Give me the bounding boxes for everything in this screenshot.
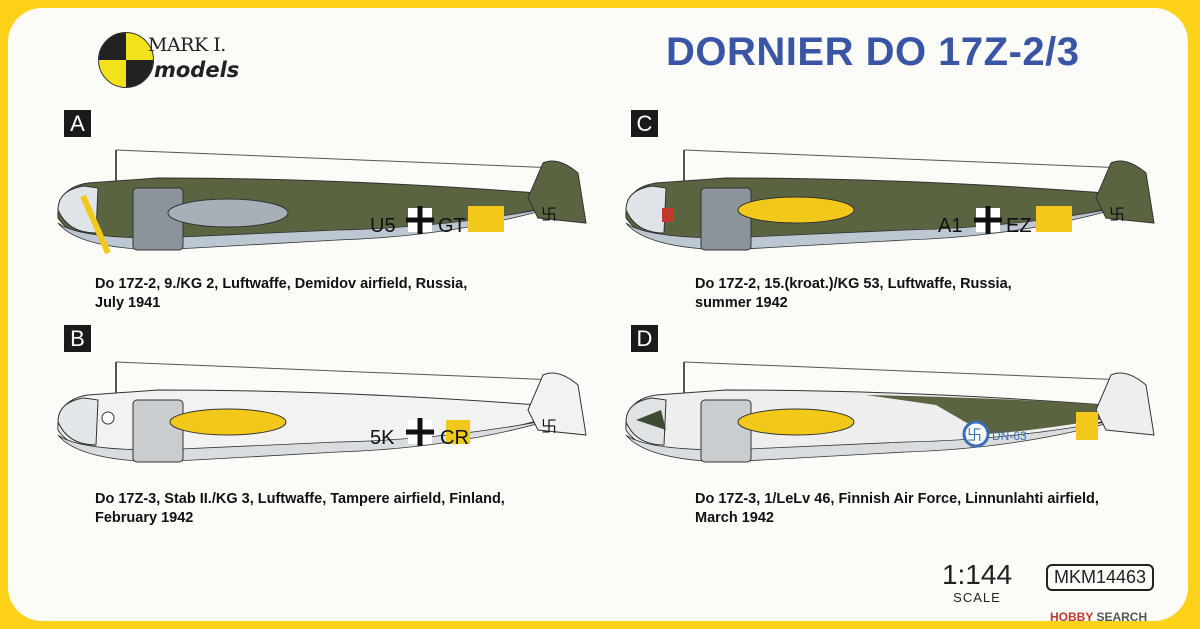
logo-line-1: MARK I. [148,34,226,56]
profile-a-caption: Do 17Z-2, 9./KG 2, Luftwaffe, Demidov ai… [95,275,595,313]
profile-c-caption-line-1: Do 17Z-2, 15.(kroat.)/KG 53, Luftwaffe, … [695,276,1012,292]
mark-i-models-logo: MARK I. models [94,30,239,92]
profile-a-caption-line-2: July 1941 [95,295,161,311]
profile-a-code-right: GT [438,215,466,237]
profile-d-code: DN-63 [992,429,1027,443]
profile-c-croatian-shield-icon [662,208,674,222]
logo-roundel-icon [98,32,154,88]
product-code: MKM14463 [1046,564,1155,591]
product-title: DORNIER DO 17Z-2/3 [666,30,1080,74]
profile-c-swastika-icon: 卐 [1109,205,1125,224]
profile-b-swastika-icon: 卐 [541,417,557,436]
profile-a-swastika-icon: 卐 [541,205,557,224]
profile-a-caption-line-1: Do 17Z-2, 9./KG 2, Luftwaffe, Demidov ai… [95,276,468,292]
profile-d-letter: D [631,325,658,352]
profile-c-caption: Do 17Z-2, 15.(kroat.)/KG 53, Luftwaffe, … [695,275,1188,313]
profile-b-aircraft: 5K CR 卐 [57,361,587,463]
profile-a-code-left: U5 [370,215,396,237]
profile-b-code-right: CR [440,427,469,449]
profile-d-caption: Do 17Z-3, 1/LeLv 46, Finnish Air Force, … [695,490,1188,528]
profile-a-aircraft: U5 GT 卐 [57,149,587,255]
logo-line-2: models [154,58,240,82]
profile-c-code-right: EZ [1006,215,1032,237]
profile-c-code-left: A1 [938,215,962,237]
profile-c-letter: C [631,110,658,137]
profile-b-caption-line-2: February 1942 [95,510,194,526]
scale-label: SCALE [953,590,1001,605]
profile-b-letter: B [64,325,91,352]
profile-d-caption-line-2: March 1942 [695,510,774,526]
scale-ratio: 1:144 [941,559,1013,590]
profile-b-caption: Do 17Z-3, Stab II./KG 3, Luftwaffe, Tamp… [95,490,595,528]
profile-d-aircraft: 卐 DN-63 [625,361,1155,463]
profile-c-caption-line-2: summer 1942 [695,295,788,311]
profile-a-letter: A [64,110,91,137]
profile-d-finnish-roundel-icon: 卐 [967,426,982,444]
profile-b-code-left: 5K [370,427,395,449]
profile-d-caption-line-1: Do 17Z-3, 1/LeLv 46, Finnish Air Force, … [695,491,1099,507]
box-art-card: MARK I. models DORNIER DO 17Z-2/3 A U5 G… [8,8,1188,621]
profile-b-caption-line-1: Do 17Z-3, Stab II./KG 3, Luftwaffe, Tamp… [95,491,505,507]
profile-c-aircraft: A1 EZ 卐 [625,149,1155,251]
watermark-brand: HOBBY [1050,610,1094,621]
watermark-suffix: SEARCH [1093,610,1148,621]
scale-block: 1:144 SCALE [932,559,1022,606]
hobby-search-watermark: HOBBY SEARCH [1050,610,1147,621]
